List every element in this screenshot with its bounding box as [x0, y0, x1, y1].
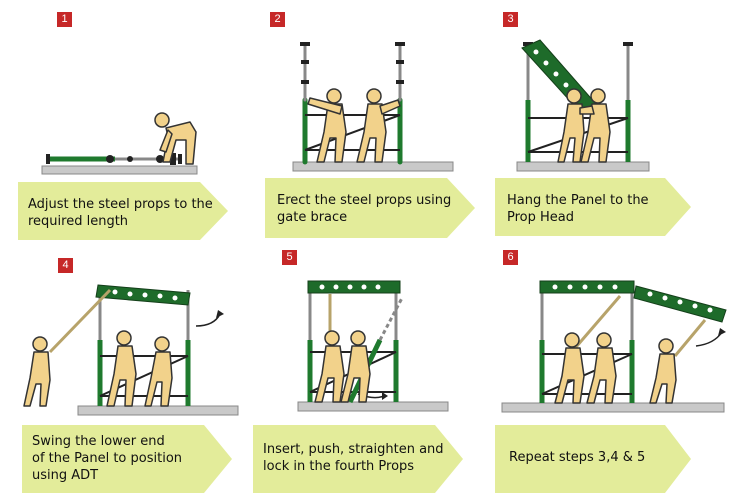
- formwork-panel-in-position: [539, 280, 635, 294]
- step-2-caption: Erect the steel props using gate brace: [265, 178, 477, 238]
- step-4-illustration: [23, 284, 239, 416]
- worker-figure: [554, 332, 585, 404]
- arrow-head: [216, 310, 224, 318]
- step-number-badge: 1: [57, 12, 72, 27]
- worker-figure: [307, 88, 347, 163]
- step-3-caption: Hang the Panel to the Prop Head: [495, 178, 693, 236]
- formwork-panel-next: [633, 285, 727, 323]
- step-number-badge: 3: [503, 12, 518, 27]
- worker-figure: [314, 330, 345, 403]
- caption-text: Hang the Panel to the Prop Head: [507, 193, 649, 225]
- step-5: 5: [250, 250, 500, 500]
- caption-text: Repeat steps 3,4 & 5: [509, 450, 646, 465]
- step-4-caption: Swing the lower end of the Panel to posi…: [22, 425, 234, 493]
- steel-prop-horizontal: [46, 153, 182, 165]
- ground-slab: [501, 402, 725, 413]
- ground-slab: [292, 161, 454, 172]
- step-2: 2 Er: [250, 0, 500, 250]
- swing-arrow: [695, 331, 723, 347]
- worker-figure: [579, 88, 611, 163]
- step-2-illustration: [292, 42, 454, 172]
- step-6: 6: [495, 250, 750, 500]
- worker-figure: [586, 332, 617, 404]
- worker-figure: [649, 338, 677, 404]
- step-number-badge: 5: [282, 250, 297, 265]
- gate-brace: [541, 353, 633, 395]
- step-number-badge: 4: [58, 258, 73, 273]
- caption-text: Swing the lower end of the Panel to posi…: [32, 434, 183, 483]
- steel-props-erected: [539, 290, 635, 403]
- step-3: 3: [495, 0, 750, 250]
- step-number-badge: 6: [503, 250, 518, 265]
- caption-text: Insert, push, straighten and lock in the…: [263, 442, 444, 474]
- worker-figure: [154, 112, 197, 165]
- caption-text: Erect the steel props using gate brace: [277, 193, 452, 225]
- worker-figure: [144, 336, 173, 407]
- step-number-badge: 2: [270, 12, 285, 27]
- steel-props-erected: [300, 42, 405, 165]
- worker-figure: [340, 330, 371, 403]
- step-1: 1 Adjust the steel props to the required…: [0, 0, 250, 250]
- caption-text: Adjust the steel props to the required l…: [28, 197, 213, 229]
- step-1-illustration: [41, 112, 198, 175]
- step-4: 4: [0, 250, 250, 500]
- swing-arrow: [195, 313, 221, 327]
- ground-slab: [41, 165, 198, 175]
- step-3-illustration: [516, 39, 650, 172]
- adt-tool-pole: [48, 288, 112, 354]
- step-1-caption: Adjust the steel props to the required l…: [18, 182, 230, 240]
- formwork-panel-swinging: [95, 284, 191, 306]
- worker-figure: [23, 336, 51, 407]
- ground-slab: [516, 161, 650, 172]
- worker-figure: [557, 88, 585, 163]
- ground-slab: [77, 405, 239, 416]
- step-6-caption: Repeat steps 3,4 & 5: [495, 425, 693, 493]
- worker-figure: [356, 88, 401, 163]
- step-5-caption: Insert, push, straighten and lock in the…: [253, 425, 465, 493]
- formwork-panel-tilted: [521, 39, 597, 113]
- step-5-illustration: [297, 280, 449, 412]
- arrow-head: [718, 328, 726, 336]
- arrow-head: [382, 392, 388, 400]
- worker-figure: [106, 330, 137, 407]
- step-6-illustration: [501, 280, 727, 413]
- adt-tool-pole: [673, 319, 707, 357]
- formwork-panel-in-position: [307, 280, 401, 294]
- ground-slab: [297, 401, 449, 412]
